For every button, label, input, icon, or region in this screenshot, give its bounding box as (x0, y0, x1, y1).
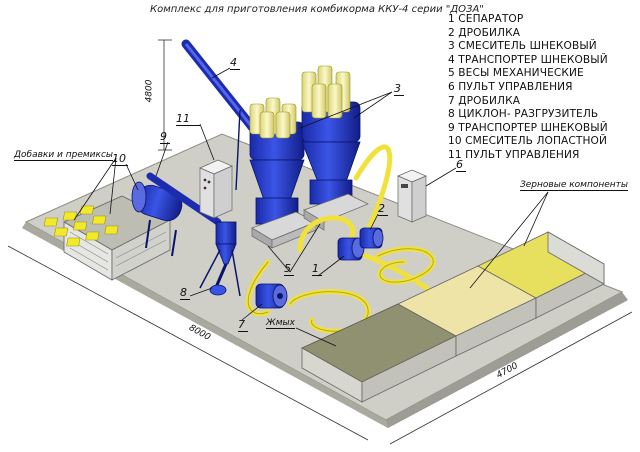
control-panel-6 (397, 169, 427, 223)
label-grain: Зерновые компоненты (520, 180, 628, 191)
legend-list: 1 СЕПАРАТОР 2 ДРОБИЛКА 3 СМЕСИТЕЛЬ ШНЕКО… (448, 13, 638, 163)
legend-item: 11 ПУЛЬТ УПРАВЛЕНИЯ (448, 148, 580, 161)
dimension-lines (7, 39, 633, 445)
legend-item: 1 СЕПАРАТОР (448, 13, 524, 25)
callout-5: 5 (284, 262, 294, 276)
pneumatic-pipes-shade (247, 248, 434, 332)
callout-6: 6 (456, 158, 466, 172)
cyclone-unloader-8 (199, 221, 241, 297)
callout-3: 3 (394, 82, 404, 96)
legend-item: 7 ДРОБИЛКА (448, 94, 521, 107)
legend-item: 2 ДРОБИЛКА (448, 26, 521, 39)
dimension-height: 4800 (144, 79, 155, 103)
callout-4: 4 (230, 56, 240, 70)
legend-item: 9 ТРАНСПОРТЕР ШНЕКОВЫЙ (448, 121, 608, 134)
legend-item: 8 ЦИКЛОН- РАЗГРУЗИТЕЛЬ (448, 108, 599, 121)
leader-lines (73, 67, 549, 347)
legend-item: 6 ПУЛЬТ УПРАВЛЕНИЯ (448, 80, 573, 93)
callout-10: 10 (112, 152, 128, 166)
callout-7: 7 (238, 318, 248, 332)
screw-mixer-3-right (301, 65, 369, 231)
label-cake: Жмых (266, 318, 295, 329)
legend-item: 4 ТРАНСПОРТЕР ШНЕКОВЫЙ (448, 53, 608, 66)
callout-8: 8 (180, 286, 190, 300)
callout-9: 9 (160, 130, 170, 144)
legend-item: 3 СМЕСИТЕЛЬ ШНЕКОВЫЙ (448, 40, 597, 53)
crusher-7 (255, 283, 288, 309)
crusher-2 (359, 227, 384, 249)
grain-bin-yellow (477, 231, 605, 319)
diagram-title: Комплекс для приготовления комбикорма КК… (150, 4, 484, 15)
grain-bin-cake (301, 303, 457, 403)
legend-item: 10 СМЕСИТЕЛЬ ЛОПАСТНОЙ (448, 135, 607, 148)
legend-item: 5 ВЕСЫ МЕХАНИЧЕСКИЕ (448, 67, 584, 80)
additives-premix-bin (43, 195, 171, 281)
callout-2: 2 (378, 202, 388, 216)
callout-1: 1 (312, 262, 322, 276)
control-panel-11 (199, 159, 233, 219)
label-additives: Добавки и премиксы (14, 150, 114, 161)
callout-11: 11 (176, 112, 200, 126)
